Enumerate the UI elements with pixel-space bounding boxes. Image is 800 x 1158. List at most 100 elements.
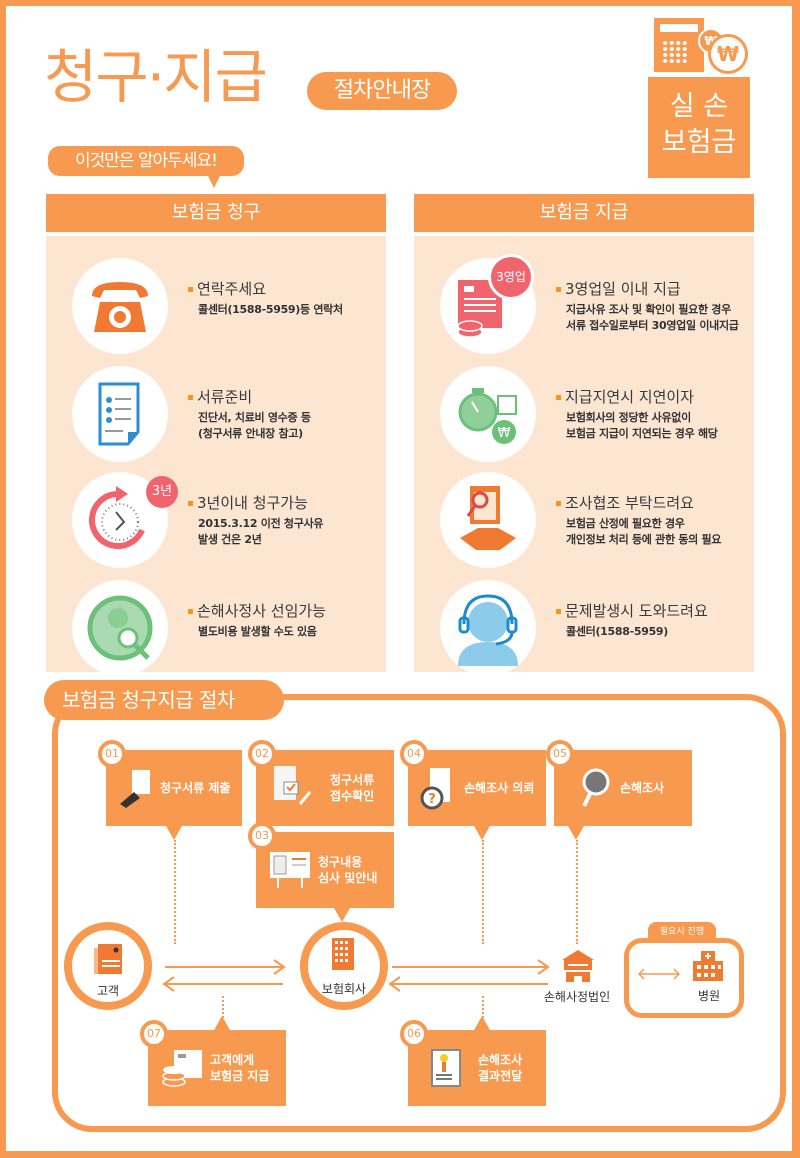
step-number: 01 [98,740,126,768]
claim-panel: 연락주세요 콜센터(1588-5959)등 연락처 서류준비 진단서, 치료비 … [46,236,386,676]
insurer-node: 보험회사 [300,922,388,1010]
payment-heading: 보험금 지급 [414,194,754,232]
person-search-icon [72,580,168,676]
hospital-label: 병원 [697,989,721,1003]
badge-line-2: 보험금 [661,127,737,158]
years-badge: 3년 [146,476,178,508]
payment-item-desc: 콜센터(1588-5959) [566,625,669,638]
business-days-badge: 3영업일 [488,254,534,324]
payment-panel: 3영업일 3영업일 이내 지급 지급사유 조사 및 확인이 필요한 경우 서류 … [414,236,754,676]
payment-item-title: 지급지연시 지연이자 [556,386,694,407]
insurer-label: 보험회사 [321,982,367,996]
step-label: 손해조사 의뢰 [464,781,535,795]
hospital-icon [693,951,723,981]
courthouse-icon [562,950,594,982]
document-checklist-icon [72,366,168,462]
customer-label: 고객 [96,984,120,998]
money-document-icon [162,1050,202,1087]
certificate-icon [431,1049,461,1087]
claim-item-title: 서류준비 [188,386,252,407]
won-coin-icon: ₩ [708,34,748,74]
adjuster-label: 손해사정법인 [543,990,611,1004]
clipboard-handshake-icon [440,472,536,568]
step-number: 03 [248,822,276,850]
payment-item: 문제발생시 도와드려요 콜센터(1588-5959) [414,580,754,690]
step-06: 06 손해조사 결과전달 [400,1020,546,1106]
calculator-icon [654,18,704,72]
payment-item-title: 조사협조 부탁드려요 [556,492,694,513]
connector-line [222,996,224,1022]
magnifier-icon [582,768,610,807]
headset-agent-icon [440,580,536,676]
claim-section: 보험금 청구 연락주세요 콜센터(1588-5959)등 연락처 서류준비 진단… [46,194,386,676]
claim-item: 연락주세요 콜센터(1588-5959)등 연락처 [46,258,386,368]
connector-line [576,840,578,944]
claim-item: 3년 3년이내 청구가능 2015.3.12 이전 청구사유 발생 건은 2년 [46,472,386,582]
customer-node: 고객 [64,922,152,1010]
claim-item-desc: 콜센터(1588-5959)등 연락처 [198,303,343,316]
question-document-icon: ? [420,768,450,810]
customer-book-icon [94,944,122,974]
arrow-right [165,966,283,968]
optional-tag: 필요시 진행 [648,922,716,942]
claim-item-desc: 진단서, 치료비 영수증 등 (청구서류 안내장 참고) [198,411,311,440]
badge-line-1: 실 손 [669,91,729,122]
payment-item: 조사협조 부탁드려요 보험금 산정에 필요한 경우 개인정보 처리 등에 관한 … [414,472,754,582]
payment-item-title: 문제발생시 도와드려요 [556,600,708,621]
payment-item-desc: 지급사유 조사 및 확인이 필요한 경우 서류 접수일로부터 30영업일 이내지… [566,303,739,332]
step-label: 손해조사 [620,781,665,795]
step-label: 고객에게 보험금 지급 [210,1053,270,1083]
double-arrow-icon [637,968,681,980]
adjuster-node: 손해사정법인 [532,948,622,1008]
step-label: 손해조사 결과전달 [478,1053,523,1083]
claim-item-title: 연락주세요 [188,278,266,299]
arrow-head-left-icon [388,976,401,992]
arrow-left [392,983,548,985]
claim-item-title: 3년이내 청구가능 [188,492,308,513]
payment-item-desc: 보험회사의 정당한 사유없이 보험금 지급이 지연되는 경우 해당 [566,411,718,440]
step-label: 청구서류 제출 [160,781,231,795]
svg-text:₩: ₩ [498,426,511,441]
arrow-right [392,966,548,968]
insurance-type-badge: 실 손 보험금 [648,77,750,178]
step-number: 05 [546,740,574,768]
notice-pill-tail [208,176,220,188]
claim-item-desc: 별도비용 발생할 수도 있음 [198,625,317,638]
step-label: 청구내용 심사 및안내 [318,855,378,885]
hospital-box: 병원 [624,938,744,1018]
step-04: 04 ? 손해조사 의뢰 [400,740,546,826]
step-number: 07 [140,1020,168,1048]
connector-line [482,996,484,1022]
hand-document-icon [120,770,150,808]
step-label: 청구서류 접수확인 [330,773,375,803]
svg-text:?: ? [428,792,436,807]
procedure-frame [52,694,786,1132]
procedure-heading: 보험금 청구지급 절차 [44,680,284,720]
page-subtitle-pill: 절차안내장 [307,72,457,110]
step-02: 02 청구서류 접수확인 [248,740,394,826]
payment-item-title: 3영업일 이내 지급 [556,278,681,299]
arrow-head-right-icon [273,959,286,975]
step-05: 05 손해조사 [546,740,692,826]
step-07: 07 고객에게 보험금 지급 [140,1020,286,1106]
step-03: 03 청구내용 심사 및안내 [248,822,394,908]
building-icon [332,938,354,970]
arrow-left [165,983,283,985]
claim-item: 손해사정사 선임가능 별도비용 발생할 수도 있음 [46,580,386,690]
stopwatch-calendar-icon: ₩ [440,366,536,462]
claim-item-title: 손해사정사 선임가능 [188,600,326,621]
telephone-icon [72,258,168,354]
notice-pill: 이것만은 알아두세요! [48,146,244,176]
arrow-head-right-icon [537,959,550,975]
payment-item: 3영업일 3영업일 이내 지급 지급사유 조사 및 확인이 필요한 경우 서류 … [414,254,754,368]
payment-section: 보험금 지급 3영업일 3영업일 이내 지급 지급사유 조사 및 확인이 필요한… [414,194,754,676]
connector-line [482,840,484,944]
step-number: 04 [400,740,428,768]
arrow-head-left-icon [162,976,175,992]
presentation-board-icon [270,852,310,888]
page-title: 청구·지급 [44,43,268,111]
step-number: 02 [248,740,276,768]
step-number: 06 [400,1020,428,1048]
step-01: 01 청구서류 제출 [98,740,242,826]
